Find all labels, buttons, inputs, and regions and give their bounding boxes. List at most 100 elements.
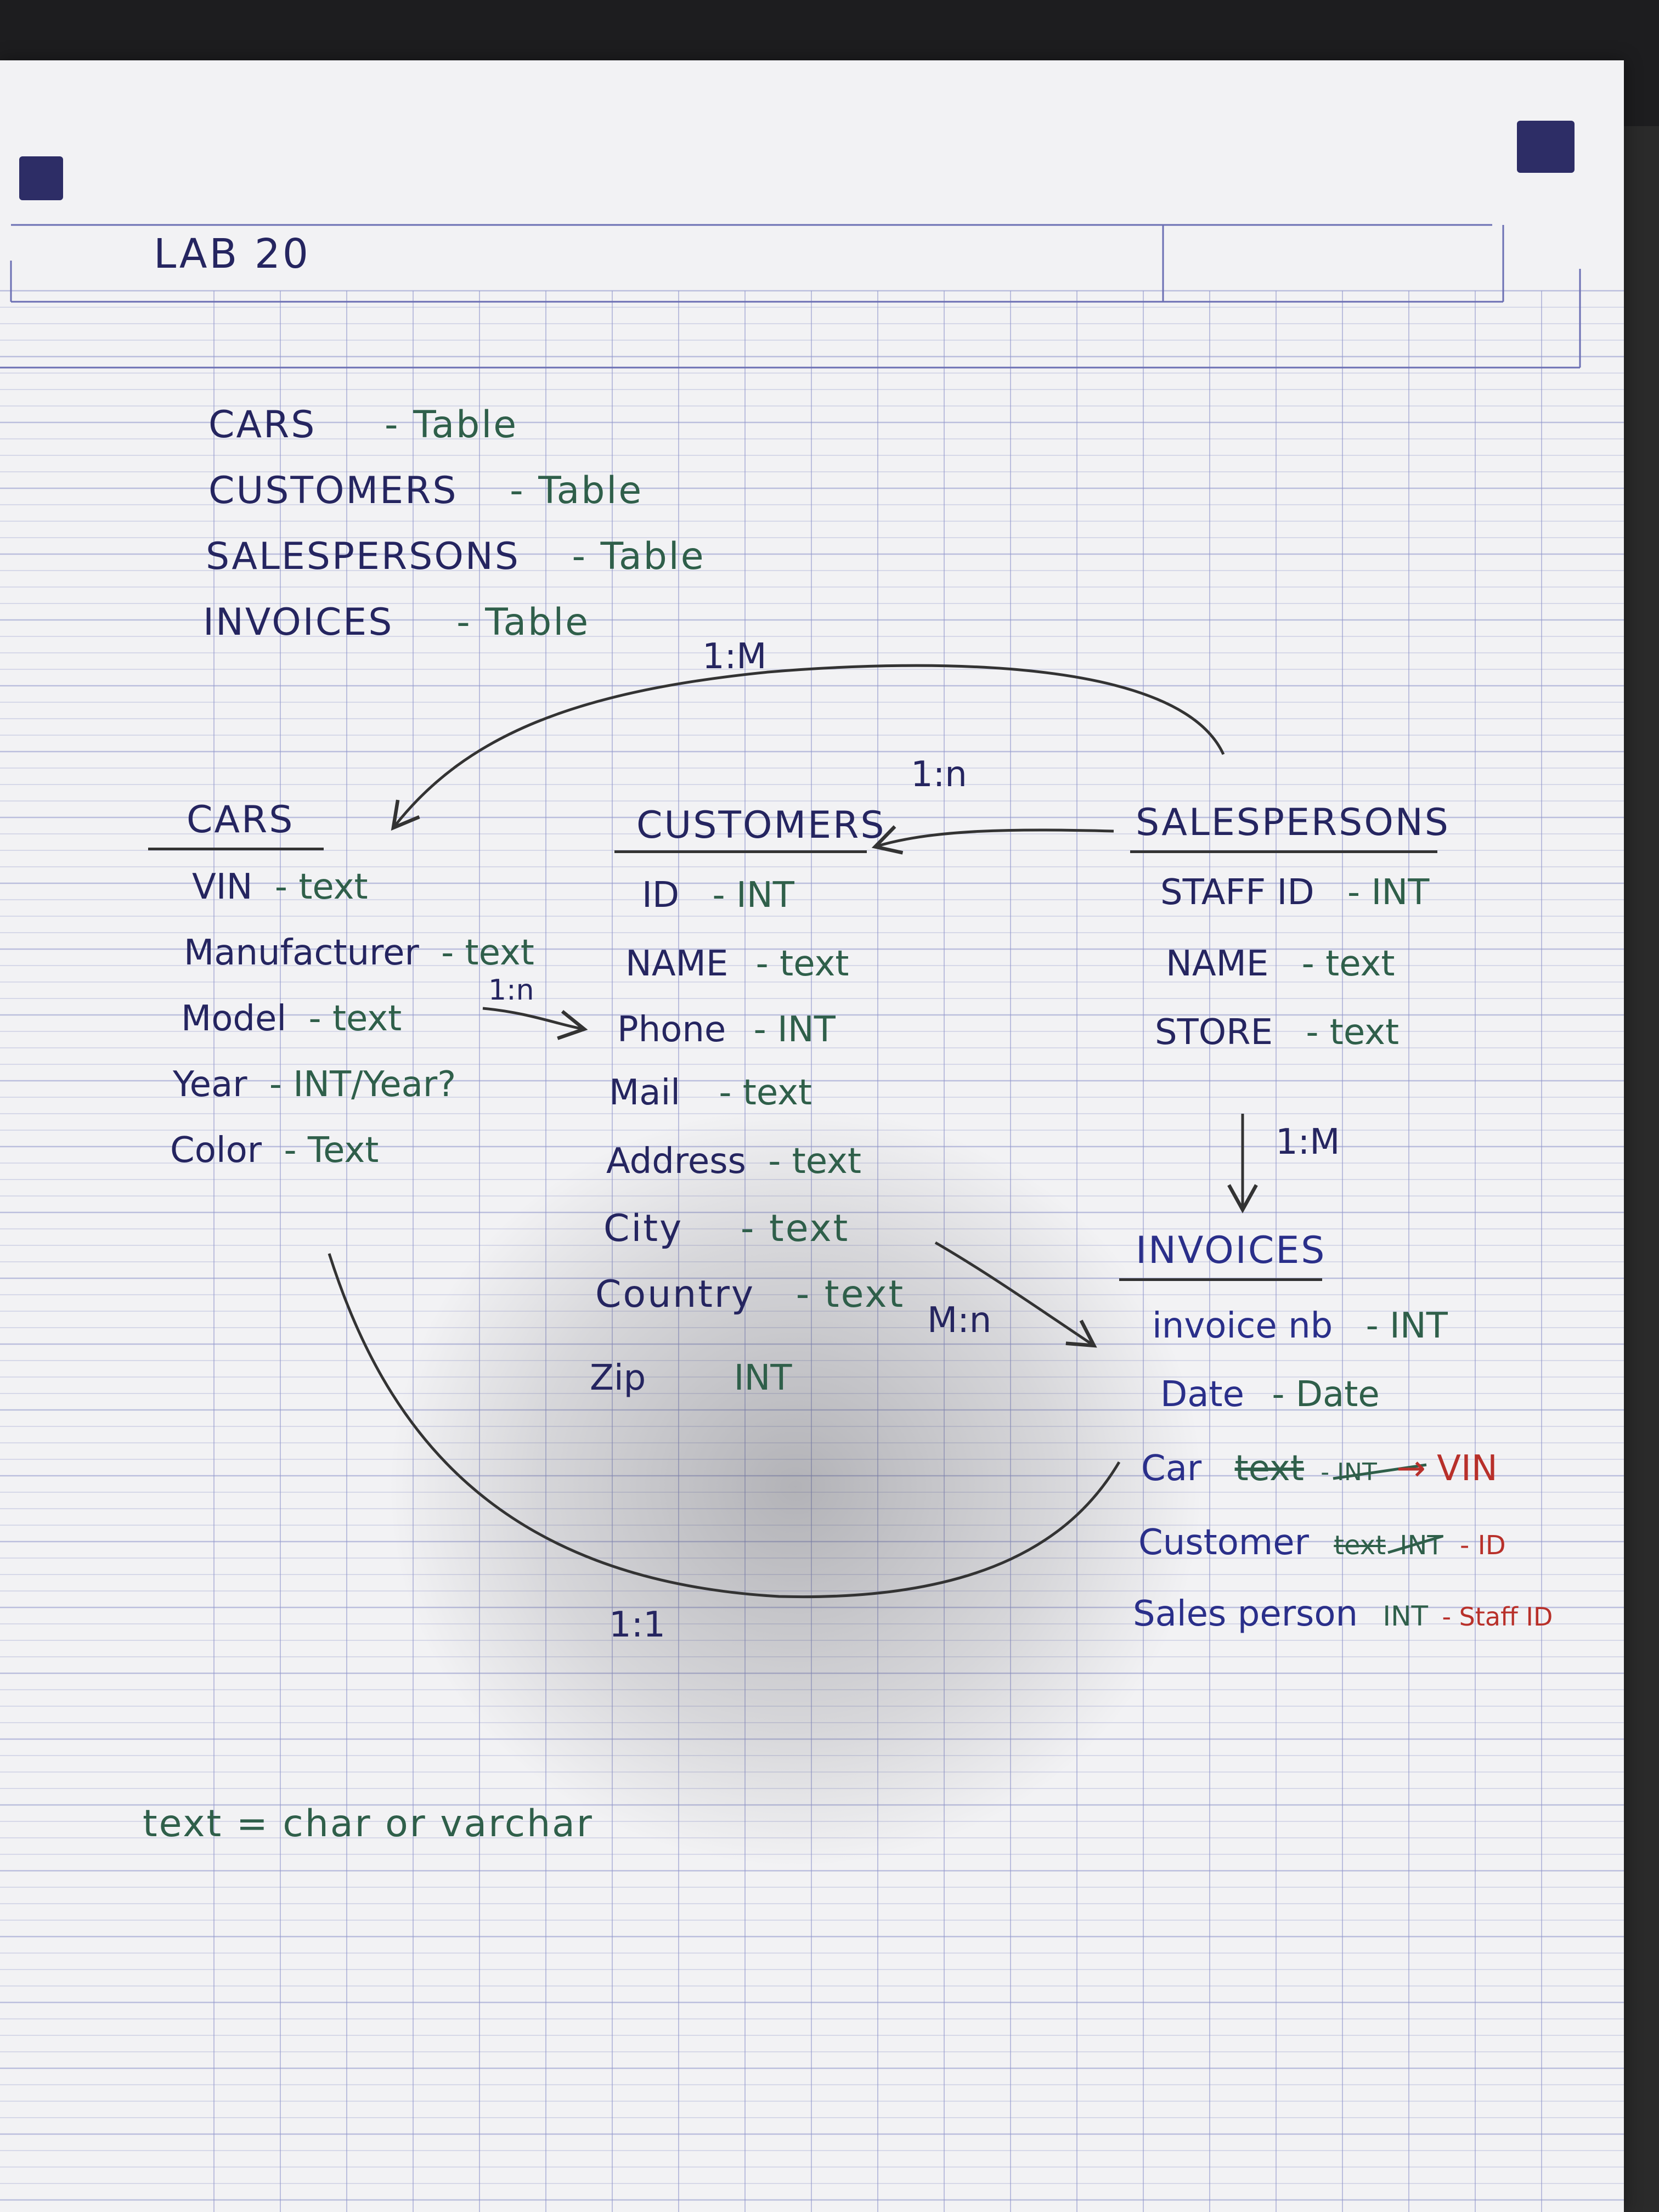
- field-name: Model: [181, 998, 287, 1039]
- page-title: LAB 20: [154, 230, 311, 278]
- field-row: STORE - text: [1155, 1012, 1399, 1053]
- field-row: Date - Date: [1160, 1374, 1380, 1415]
- rel-label-cars-customers: 1:n: [488, 974, 534, 1007]
- field-type: - text: [274, 867, 368, 907]
- arrow-salespersons-to-customers: [871, 825, 1114, 855]
- field-name: Customer: [1138, 1522, 1309, 1563]
- field-row: ID - INT: [642, 875, 794, 916]
- field-row: Manufacturer - text: [184, 933, 534, 973]
- field-name: Phone: [617, 1009, 726, 1050]
- field-row: VIN - text: [192, 867, 368, 907]
- list-item-invoices: INVOICES - Table: [203, 601, 590, 644]
- entity-title: SALESPERSONS: [1136, 801, 1450, 844]
- field-row: Year - INT/Year?: [173, 1064, 456, 1105]
- field-row: City - text: [603, 1207, 849, 1250]
- entity-title: CUSTOMERS: [636, 804, 886, 847]
- field-name: Color: [170, 1130, 262, 1171]
- rel-label-cars-invoices: 1:1: [609, 1605, 665, 1645]
- field-note: → VIN: [1396, 1448, 1498, 1489]
- field-row: Address - text: [606, 1141, 861, 1182]
- entity-underline: [1119, 1278, 1322, 1281]
- field-type: INT: [733, 1358, 792, 1398]
- field-name: Year: [173, 1064, 247, 1105]
- list-table-name: INVOICES: [203, 601, 394, 644]
- list-item-customers: CUSTOMERS - Table: [208, 469, 643, 512]
- field-row: Car text - INT → VIN: [1141, 1448, 1498, 1489]
- field-struck-type: text: [1234, 1448, 1304, 1489]
- entity-title: CARS: [187, 798, 295, 842]
- field-name: Date: [1160, 1374, 1244, 1415]
- field-type: - text: [719, 1073, 812, 1113]
- grid-paper-sheet: [0, 60, 1624, 2212]
- list-table-kind: - Table: [510, 469, 644, 512]
- list-table-name: CUSTOMERS: [208, 469, 458, 512]
- list-item-cars: CARS - Table: [208, 403, 518, 447]
- field-type: - INT: [753, 1009, 836, 1050]
- field-type: - INT: [712, 875, 794, 916]
- grid-lines: [0, 224, 1624, 2212]
- field-row: NAME - text: [1166, 944, 1395, 984]
- field-row: NAME - text: [625, 944, 849, 984]
- entity-underline: [1130, 850, 1437, 853]
- entity-title: INVOICES: [1136, 1229, 1327, 1272]
- hand-shadow: [384, 1103, 1207, 1871]
- field-type: - text: [308, 998, 402, 1039]
- field-row: Phone - INT: [617, 1009, 836, 1050]
- entity-underline: [614, 850, 867, 853]
- field-note: - ID: [1460, 1530, 1506, 1561]
- list-table-name: CARS: [208, 403, 317, 447]
- rel-label-salespersons-invoices: 1:M: [1276, 1122, 1340, 1163]
- field-name: Mail: [609, 1073, 680, 1113]
- field-struck-type: text: [1334, 1530, 1386, 1561]
- field-name: City: [603, 1207, 684, 1250]
- field-type: - text: [740, 1207, 850, 1250]
- arrow-cars-to-customers: [482, 1007, 588, 1040]
- list-table-kind: - Table: [456, 601, 590, 644]
- field-note: - Staff ID: [1442, 1602, 1553, 1632]
- rel-label-salespersons-cars: 1:M: [702, 636, 767, 677]
- field-type: - text: [755, 944, 849, 984]
- field-name: Zip: [590, 1358, 646, 1398]
- field-row: Zip INT: [590, 1358, 792, 1398]
- field-type: - Text: [284, 1130, 379, 1171]
- corner-mark-right-icon: [1517, 121, 1575, 173]
- field-name: NAME: [1166, 944, 1269, 984]
- field-type: - Date: [1272, 1374, 1380, 1415]
- arrow-customers-to-invoices: [934, 1241, 1097, 1348]
- footnote: text = char or varchar: [143, 1802, 594, 1846]
- field-type: - text: [441, 933, 534, 973]
- strike-car-text: [1333, 1463, 1427, 1480]
- rel-label-customers-invoices: M:n: [927, 1300, 992, 1341]
- field-row: invoice nb - INT: [1152, 1306, 1448, 1346]
- list-table-kind: - Table: [572, 535, 706, 578]
- field-row: Country - text: [595, 1273, 905, 1316]
- arrow-salespersons-to-cars: [391, 664, 1225, 831]
- field-row: Customer text INT - ID: [1138, 1522, 1506, 1563]
- rel-label-salespersons-customers: 1:n: [911, 754, 967, 795]
- field-type: INT: [1383, 1600, 1429, 1632]
- strike-customer-text: [1387, 1534, 1443, 1554]
- field-type: - INT: [1347, 872, 1430, 913]
- field-name: Sales person: [1133, 1594, 1358, 1634]
- field-type: - text: [768, 1141, 861, 1182]
- field-row: STAFF ID - INT: [1160, 872, 1429, 913]
- field-name: STORE: [1155, 1012, 1273, 1053]
- list-table-name: SALESPERSONS: [206, 535, 520, 578]
- field-name: Car: [1141, 1448, 1202, 1489]
- corner-mark-left-icon: [19, 156, 63, 200]
- field-type: - text: [1306, 1012, 1400, 1053]
- field-type: - text: [795, 1273, 905, 1316]
- field-type: - text: [1301, 944, 1395, 984]
- field-row: Color - Text: [170, 1130, 379, 1171]
- field-name: Manufacturer: [184, 933, 419, 973]
- field-type: - INT/Year?: [269, 1064, 456, 1105]
- field-name: ID: [642, 875, 680, 916]
- field-row: Mail - text: [609, 1073, 812, 1113]
- field-name: VIN: [192, 867, 253, 907]
- list-table-kind: - Table: [385, 403, 518, 447]
- field-type: INT: [1400, 1530, 1443, 1561]
- field-row: Model - text: [181, 998, 402, 1039]
- arc-cars-to-invoices: [328, 1253, 1121, 1599]
- field-name: Country: [595, 1273, 755, 1316]
